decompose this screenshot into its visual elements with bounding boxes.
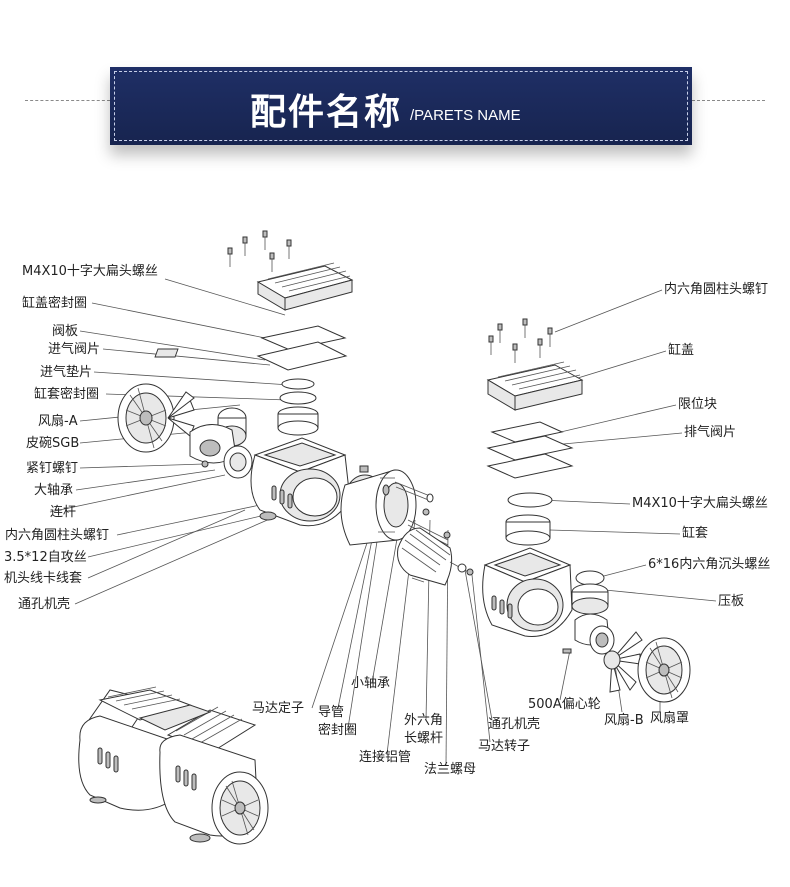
label-limit-block: 限位块 [678, 397, 718, 412]
label-small-bearing: 小轴承 [351, 676, 391, 691]
label-vented-housing-left: 通孔机壳 [18, 597, 71, 612]
label-exhaust-valve: 排气阀片 [684, 425, 737, 440]
valve-plates-left [154, 325, 348, 436]
label-hex-socket-screw-right: 内六角圆柱头螺钉 [664, 282, 769, 297]
label-motor-rotor: 马达转子 [478, 739, 531, 754]
label-cylinder-cover: 缸盖 [668, 343, 695, 358]
label-tapping-screw: 3.5*12自攻丝 [4, 550, 87, 565]
fan-a-left [117, 383, 195, 453]
label-big-bearing: 大轴承 [34, 483, 74, 498]
cylinder-cover-right [486, 361, 584, 411]
page-subtitle: /PARETS NAME [410, 107, 521, 124]
label-countersunk-screw: 6*16内六角沉头螺丝 [648, 557, 771, 572]
label-m4x10-right: M4X10十字大扁头螺丝 [632, 496, 768, 511]
page-title: 配件名称 [250, 92, 403, 133]
screws-left-top [227, 230, 292, 272]
label-hex-long-bolt-line1: 外六角 [404, 713, 444, 728]
label-guide-tube: 导管 [318, 705, 345, 720]
label-fan-b: 风扇-B [604, 713, 644, 728]
label-hex-socket-screw-left: 内六角圆柱头螺钉 [5, 528, 110, 543]
motor-stator [340, 465, 417, 546]
housing-left [250, 437, 351, 527]
label-m4x10-left: M4X10十字大扁头螺丝 [22, 264, 158, 279]
label-intake-valve: 进气阀片 [48, 342, 101, 357]
label-cylinder-sleeve: 缸套 [682, 526, 709, 541]
valve-plates-right [486, 421, 574, 546]
housing-right [482, 547, 573, 637]
label-motor-stator: 马达定子 [252, 701, 305, 716]
motor-rotor [397, 527, 474, 586]
label-fan-cover: 风扇罩 [650, 711, 690, 726]
label-press-plate: 压板 [718, 594, 745, 609]
label-connecting-rod: 连杆 [50, 505, 77, 520]
label-set-screw: 紧钉螺钉 [26, 461, 79, 476]
label-valve-plate: 阀板 [52, 324, 79, 339]
screws-right-top [488, 318, 553, 363]
label-sleeve-seal: 缸套密封圈 [34, 387, 100, 402]
header-banner [110, 67, 692, 145]
cylinder-cover-left [256, 262, 354, 311]
label-aluminum-tube: 连接铝管 [359, 750, 412, 765]
label-cable-clip: 机头线卡线套 [4, 571, 83, 586]
label-vented-housing-right: 通孔机壳 [488, 717, 541, 732]
header-rule-right [692, 100, 765, 101]
label-flange-nut: 法兰螺母 [424, 762, 477, 777]
label-eccentric-wheel: 500A偏心轮 [528, 697, 601, 712]
header-rule-left [25, 100, 110, 101]
fan-b-right [603, 631, 691, 703]
crank-rod-right [562, 570, 615, 655]
label-cup-sgb: 皮碗SGB [26, 436, 80, 451]
assembled-pump [78, 686, 269, 845]
crank-rod-left [189, 407, 253, 479]
label-seal-ring: 密封圈 [318, 723, 358, 738]
label-intake-gasket: 进气垫片 [40, 365, 93, 380]
label-fan-a: 风扇-A [38, 414, 78, 429]
leader-lines [49, 278, 717, 766]
label-cylinder-cover-seal: 缸盖密封圈 [22, 296, 88, 311]
label-hex-long-bolt-line2: 长螺杆 [404, 731, 444, 746]
